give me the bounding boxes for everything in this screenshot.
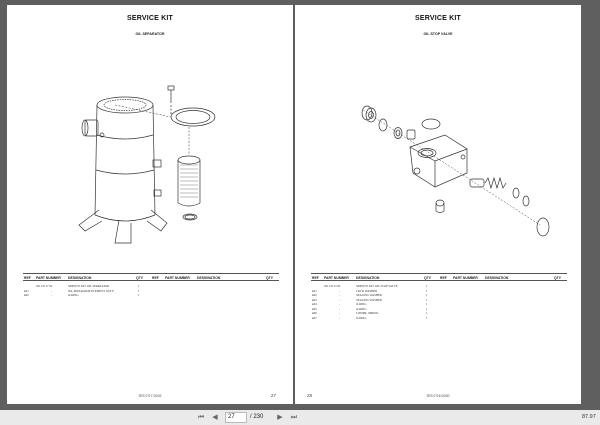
col-part-number: PART NUMBER — [453, 275, 478, 280]
col-qty: QTY — [136, 275, 143, 280]
parts-table: 2911 0113 00 SERVICE KIT OIL STOP VALVE … — [311, 284, 567, 320]
page-number: 28 — [307, 393, 313, 398]
page-number: 27 — [271, 393, 277, 398]
col-designation: DESIGNATION — [68, 275, 92, 280]
first-page-icon[interactable]: ⏮ — [197, 414, 205, 421]
table-row: ●01 - LOCK WASHER 1 — [312, 288, 428, 293]
last-page-icon[interactable]: ⏭ — [290, 414, 298, 421]
document-code: 2ES 0717 00/02 — [138, 394, 162, 398]
table-row: ●01 - OIL SEPARATOR ELEMENT ASS'Y 1 — [24, 288, 140, 293]
col-ref: REF — [24, 275, 31, 280]
oil-stop-valve-drawing — [361, 105, 550, 237]
col-ref: REF — [312, 275, 319, 280]
zoom-level[interactable]: 87.97 — [582, 414, 596, 420]
table-row: ●04 - O-RING 1 — [312, 302, 428, 306]
table-row: ●06 - COMPR. SPRING 1 — [312, 311, 428, 315]
col-designation: DESIGNATION — [485, 275, 509, 280]
viewer-toolbar: ⏮ ◀ 27 / 230 ▶ ⏭ 87.97 — [0, 410, 600, 425]
document-page-right: SERVICE KIT OIL STOP VALVE — [295, 5, 581, 404]
next-page-icon[interactable]: ▶ — [277, 414, 283, 421]
parts-table-header: REF PART NUMBER DESIGNATION QTY REF PART… — [23, 273, 279, 281]
col-ref: REF — [152, 275, 159, 280]
table-row: 2911 0117 00 SERVICE KIT OIL SEPARATOR 1 — [36, 284, 140, 288]
col-ref: REF — [440, 275, 447, 280]
table-row: 2911 0113 00 SERVICE KIT OIL STOP VALVE … — [324, 284, 428, 288]
oil-separator-drawing — [78, 85, 216, 244]
col-part-number: PART NUMBER — [324, 275, 349, 280]
document-code: 2ES 0716 00/00 — [426, 394, 450, 398]
col-designation: DESIGNATION — [356, 275, 380, 280]
document-page-left: SERVICE KIT OIL SEPARATOR — [7, 5, 293, 404]
parts-table-header: REF PART NUMBER DESIGNATION QTY REF PART… — [311, 273, 567, 281]
page-total: / 230 — [250, 414, 264, 420]
col-part-number: PART NUMBER — [165, 275, 190, 280]
page-title: SERVICE KIT — [126, 15, 174, 22]
col-qty: QTY — [266, 275, 273, 280]
col-designation: DESIGNATION — [197, 275, 221, 280]
page-number-input[interactable]: 27 — [225, 412, 247, 423]
col-qty: QTY — [424, 275, 431, 280]
table-row: ●02 - SEALING WASHER 1 — [312, 293, 428, 297]
table-row: ●02 - O-RING 1 — [24, 293, 140, 297]
parts-table: 2911 0117 00 SERVICE KIT OIL SEPARATOR 1… — [23, 284, 279, 298]
previous-page-icon[interactable]: ◀ — [212, 414, 218, 421]
col-part-number: PART NUMBER — [36, 275, 61, 280]
page-title: SERVICE KIT — [414, 15, 462, 22]
page-subtitle: OIL STOP VALVE — [423, 32, 453, 36]
col-qty: QTY — [554, 275, 561, 280]
page-subtitle: OIL SEPARATOR — [135, 32, 165, 36]
table-row: ●05 - O-RING 1 — [312, 306, 428, 311]
table-row: ●07 - O-RING 1 — [312, 315, 428, 320]
table-row: ●03 - SEALING WASHER 1 — [312, 297, 428, 302]
